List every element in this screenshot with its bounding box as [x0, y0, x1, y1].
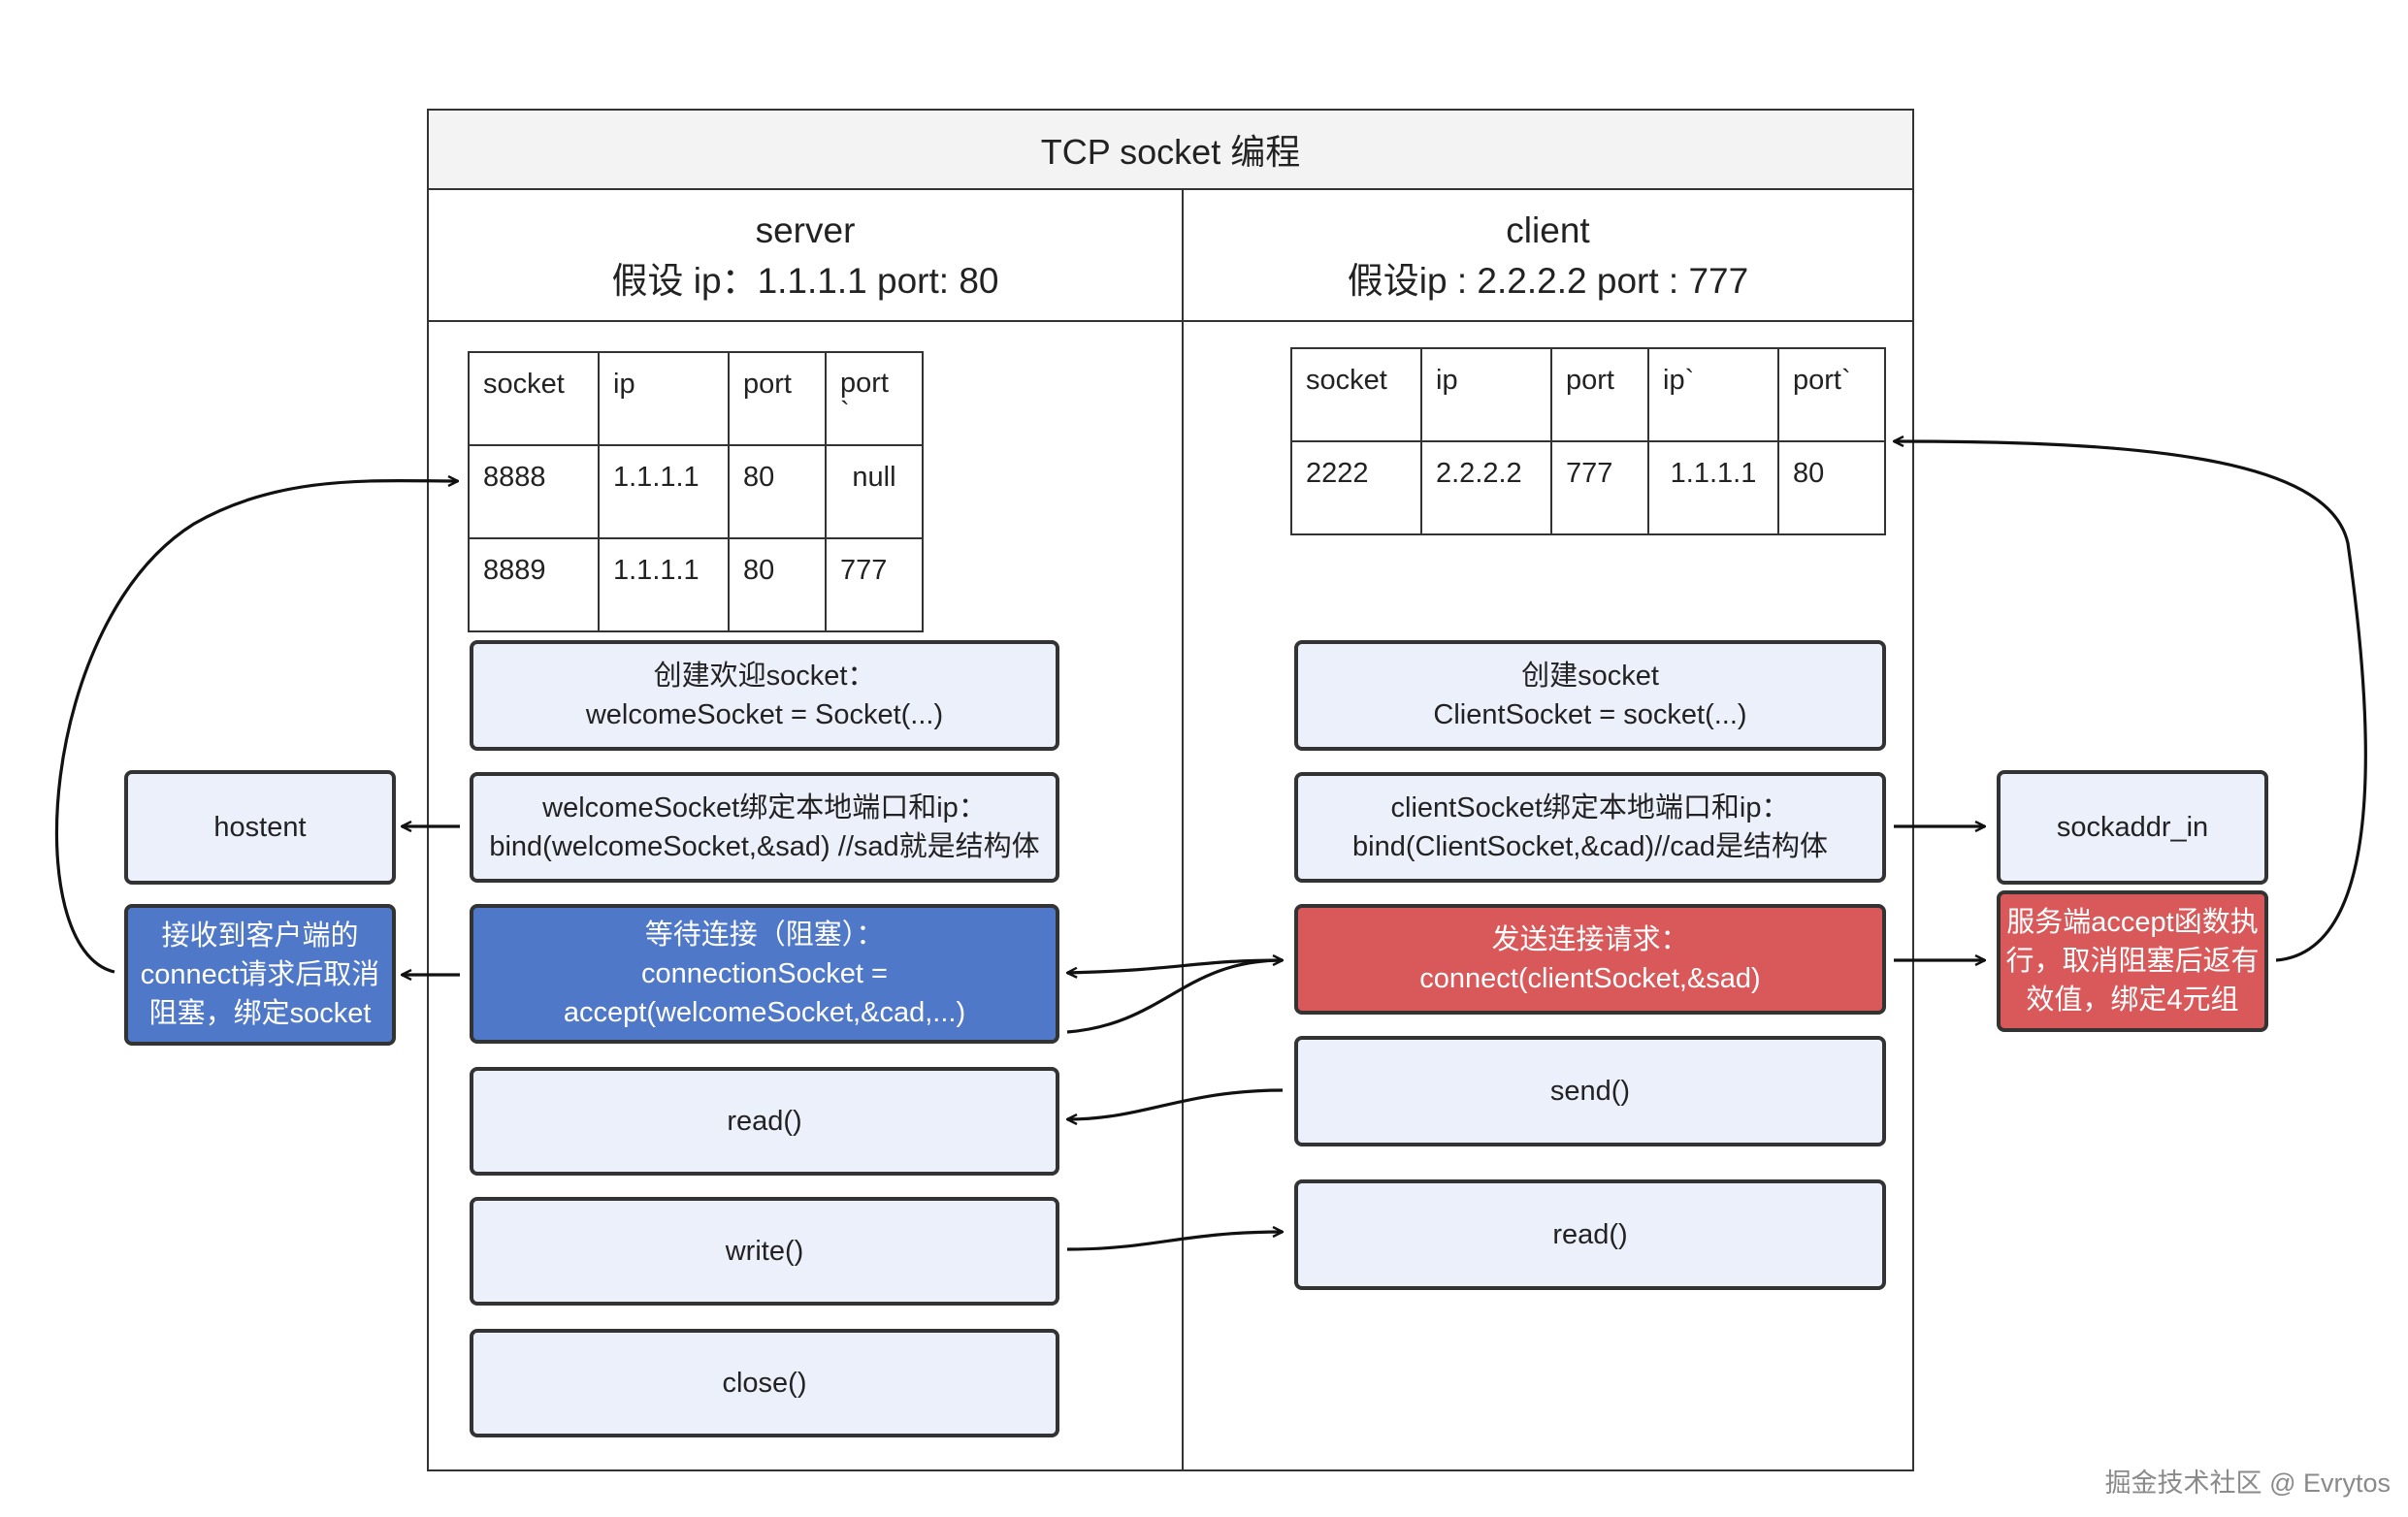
- client-bind-box: clientSocket绑定本地端口和ip： bind(ClientSocket…: [1294, 772, 1886, 883]
- box-line: welcomeSocket = Socket(...): [585, 699, 944, 730]
- server-read-box: read(): [470, 1067, 1059, 1176]
- table-row: 8888 1.1.1.1 80 null: [468, 444, 924, 539]
- table-cell: 1.1.1.1: [598, 444, 730, 539]
- box-line: bind(ClientSocket,&cad)//cad是结构体: [1352, 831, 1828, 862]
- arrow-send-to-read: [1067, 1088, 1284, 1119]
- server-header: server 假设 ip：1.1.1.1 port: 80: [429, 190, 1182, 322]
- table-cell: 80: [1777, 440, 1886, 535]
- box-line: connect请求后取消: [140, 959, 380, 990]
- box-line: 效值，绑定4元组: [2026, 984, 2239, 1016]
- box-line: read(): [1552, 1219, 1628, 1250]
- table-header-row: socket ip port port `: [468, 351, 924, 446]
- table-cell: 2.2.2.2: [1420, 440, 1552, 535]
- server-close-box: close(): [470, 1329, 1059, 1437]
- arrow-connect-to-accept: [1067, 958, 1284, 973]
- table-cell: 777: [1550, 440, 1649, 535]
- client-name: client: [1506, 210, 1590, 250]
- table-cell: 777: [825, 537, 924, 632]
- table-cell: 1.1.1.1: [1647, 440, 1779, 535]
- box-line: clientSocket绑定本地端口和ip：: [1390, 792, 1790, 823]
- client-socket-table: socket ip port ip` port` 2222 2.2.2.2 77…: [1290, 347, 1886, 535]
- client-create-socket-box: 创建socket ClientSocket = socket(...): [1294, 640, 1886, 751]
- arrow-write-to-read: [1066, 1232, 1283, 1251]
- box-line: ClientSocket = socket(...): [1433, 699, 1747, 730]
- client-send-box: send(): [1294, 1036, 1886, 1146]
- table-header-cell: port: [728, 351, 827, 446]
- server-socket-table: socket ip port port ` 8888 1.1.1.1 80 nu…: [468, 351, 924, 632]
- table-row: 8889 1.1.1.1 80 777: [468, 537, 924, 632]
- server-accept-result-box: 服务端accept函数执 行，取消阻塞后返有 效值，绑定4元组: [1997, 890, 2268, 1032]
- client-read-box: read(): [1294, 1179, 1886, 1290]
- arrow-side-loop-to-table: [54, 481, 458, 974]
- column-divider: [1182, 190, 1184, 1471]
- client-header: client 假设ip : 2.2.2.2 port : 777: [1184, 190, 1912, 322]
- server-subtitle: 假设 ip：1.1.1.1 port: 80: [611, 261, 999, 301]
- server-write-box: write(): [470, 1197, 1059, 1306]
- connect-accepted-box: 接收到客户端的 connect请求后取消 阻塞，绑定socket: [124, 904, 396, 1046]
- sockaddr-in-box: sockaddr_in: [1997, 770, 2268, 885]
- table-cell: 80: [728, 537, 827, 632]
- box-line: hostent: [213, 812, 307, 843]
- table-header-cell: port`: [1777, 347, 1886, 442]
- table-cell: 80: [728, 444, 827, 539]
- table-cell: 1.1.1.1: [598, 537, 730, 632]
- box-line: read(): [727, 1106, 802, 1137]
- table-header-cell: ip: [1420, 347, 1552, 442]
- table-cell: 8888: [468, 444, 600, 539]
- table-header-cell: ip`: [1647, 347, 1779, 442]
- box-line: connectionSocket =: [641, 958, 888, 989]
- table-header-cell: ip: [598, 351, 730, 446]
- box-line: accept(welcomeSocket,&cad,...): [563, 997, 966, 1028]
- arrow-result-loop-to-table: [1894, 441, 2367, 962]
- header-separator: [427, 320, 1914, 322]
- table-cell: 8889: [468, 537, 600, 632]
- box-line: 接收到客户端的: [161, 920, 359, 952]
- table-cell: 2222: [1290, 440, 1422, 535]
- box-line: bind(welcomeSocket,&sad) //sad就是结构体: [489, 831, 1040, 862]
- box-line: send(): [1549, 1076, 1631, 1107]
- box-line: close(): [722, 1368, 807, 1399]
- client-subtitle: 假设ip : 2.2.2.2 port : 777: [1347, 261, 1749, 301]
- box-line: 创建欢迎socket：: [653, 661, 876, 692]
- client-connect-box: 发送连接请求： connect(clientSocket,&sad): [1294, 904, 1886, 1015]
- table-header-cell: socket: [468, 351, 600, 446]
- box-line: write(): [725, 1236, 804, 1267]
- box-line: 阻塞，绑定socket: [148, 998, 372, 1029]
- table-cell: null: [825, 444, 924, 539]
- table-header-cell: socket: [1290, 347, 1422, 442]
- box-line: 创建socket: [1521, 661, 1659, 692]
- box-line: 行，取消阻塞后返有: [2005, 946, 2260, 977]
- box-line: 等待连接（阻塞）：: [644, 920, 885, 951]
- watermark: 掘金技术社区 @ Evrytos: [2104, 1469, 2391, 1498]
- hostent-box: hostent: [124, 770, 396, 885]
- box-line: 服务端accept函数执: [2006, 907, 2259, 938]
- diagram-title: TCP socket 编程: [427, 109, 1914, 190]
- server-bind-box: welcomeSocket绑定本地端口和ip： bind(welcomeSock…: [470, 772, 1059, 883]
- table-header-cell: port `: [825, 351, 924, 446]
- server-name: server: [755, 210, 856, 250]
- table-row: 2222 2.2.2.2 777 1.1.1.1 80: [1290, 440, 1886, 535]
- box-line: connect(clientSocket,&sad): [1419, 963, 1761, 994]
- table-header-cell: port: [1550, 347, 1649, 442]
- box-line: welcomeSocket绑定本地端口和ip：: [542, 792, 987, 823]
- server-create-socket-box: 创建欢迎socket： welcomeSocket = Socket(...): [470, 640, 1059, 751]
- table-header-row: socket ip port ip` port`: [1290, 347, 1886, 442]
- arrow-accept-to-connect: [1066, 960, 1283, 1034]
- box-line: 发送连接请求：: [1491, 924, 1689, 955]
- box-line: sockaddr_in: [2056, 812, 2209, 843]
- server-accept-box: 等待连接（阻塞）： connectionSocket = accept(welc…: [470, 904, 1059, 1044]
